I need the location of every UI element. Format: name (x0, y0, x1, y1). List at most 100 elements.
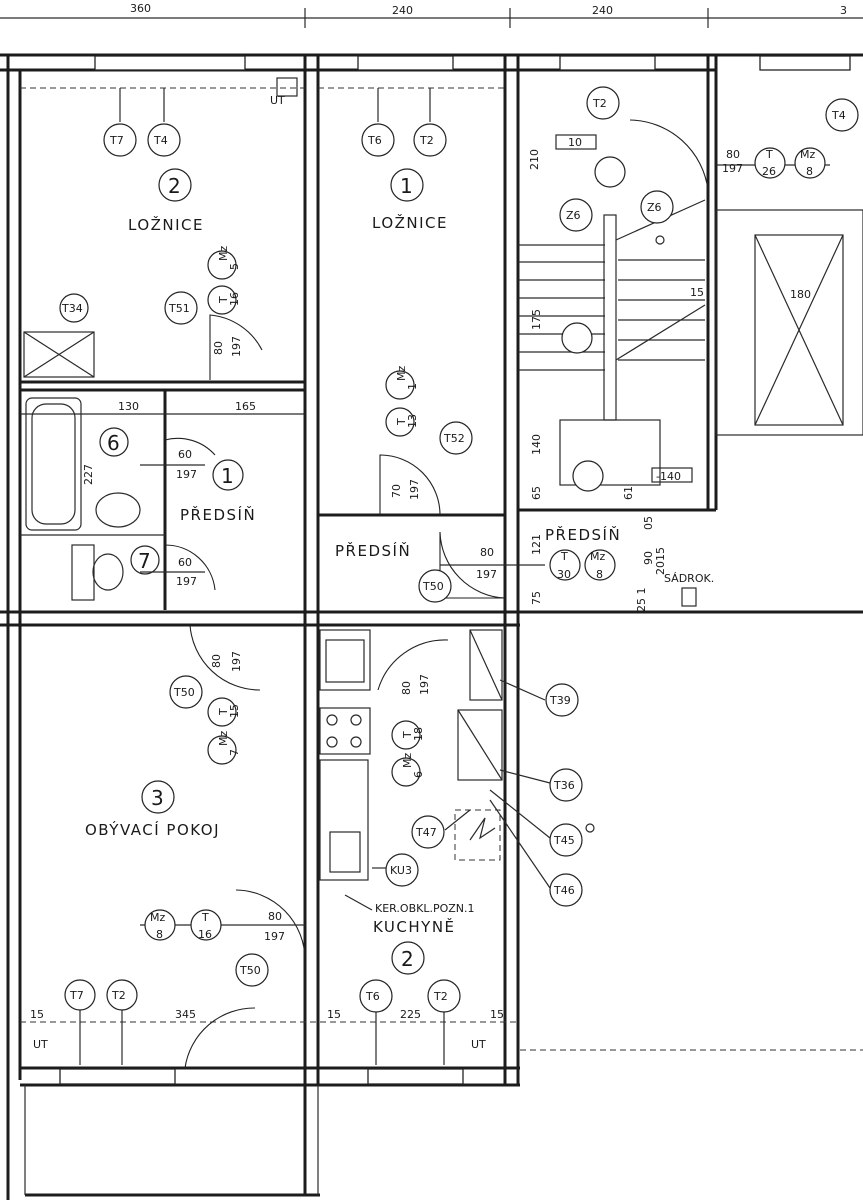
room-name-kuchyne: KUCHYNĚ (373, 917, 456, 936)
dim-180: 180 (790, 288, 811, 301)
room-name-predsin-1: PŘEDSÍŇ (180, 505, 256, 524)
dim-210: 210 (528, 149, 541, 170)
tag-t2-obyvaci: T2 (111, 989, 126, 1002)
door8-h: 197 (418, 674, 431, 695)
door9-w: 80 (268, 910, 282, 923)
door7-mzn: 7 (228, 749, 241, 756)
room-number-bath: 6 (107, 431, 120, 455)
bathroom-fixtures (23, 331, 141, 601)
room-number-obyvaci: 3 (151, 786, 164, 810)
door8-w: 80 (400, 681, 413, 695)
tag-ku3: KU3 (390, 864, 412, 877)
dim-15-mid: 15 (327, 1008, 341, 1021)
tag-t47: T47 (415, 826, 437, 839)
room-name-predsin-stair: PŘEDSÍŇ (545, 525, 621, 544)
room-name-loznice-2: LOŽNICE (128, 215, 204, 234)
tag-t46: T46 (553, 884, 575, 897)
ut-label-top: UT (270, 94, 285, 107)
dim-15-right: 15 (490, 1008, 504, 1021)
door8-tn: 18 (412, 727, 425, 741)
sadrok-label: SÁDROK. (664, 572, 714, 585)
ut-label-bottom-right: UT (471, 1038, 486, 1051)
tag-t4-loznice: T4 (153, 134, 168, 147)
door4-h: 197 (722, 162, 743, 175)
tag-t39: T39 (549, 694, 571, 707)
door6-h: 197 (176, 575, 197, 588)
door4-t: T (765, 148, 773, 161)
door8-t: T (401, 731, 414, 739)
room-name-loznice-1: LOŽNICE (372, 213, 448, 232)
door3-t: T (560, 550, 568, 563)
door2-w: 70 (390, 484, 403, 498)
door8-mzn: 6 (412, 771, 425, 778)
tag-t7-loznice: T7 (109, 134, 124, 147)
tag-t52: T52 (443, 432, 465, 445)
door7-h: 197 (230, 651, 243, 672)
door9-h: 197 (264, 930, 285, 943)
tag-t50-obyvaci: T50 (173, 686, 195, 699)
tag-t6-loznice: T6 (367, 134, 382, 147)
top-dim-1: 360 (130, 2, 151, 15)
misc-labels: UT UT UT SÁDROK. KER.OBKL.POZN.1 (33, 77, 714, 1051)
tag-t51: T51 (168, 302, 190, 315)
dim-165: 165 (235, 400, 256, 413)
door3-w: 80 (480, 546, 494, 559)
door5-h: 197 (176, 468, 197, 481)
door2-t: T (395, 418, 408, 426)
room-number-kuchyne: 2 (401, 947, 414, 971)
room-number-wc: 7 (138, 549, 151, 573)
room-number-loznice-2: 2 (168, 174, 181, 198)
finish-tags: T7 T4 T6 T2 T2 T4 T34 T51 T52 T50 T50 T5… (59, 86, 859, 1065)
staircase: 10 -140 III II I (518, 134, 844, 492)
tag-z6-b: Z6 (647, 201, 662, 214)
tag-t4-right: T4 (831, 109, 846, 122)
door9-mz: Mz (150, 911, 165, 924)
dim-121: 121 (530, 534, 543, 555)
door-swings (164, 119, 709, 1069)
dim-225: 225 (400, 1008, 421, 1021)
dimension-labels: 130 165 210 175 140 65 121 75 227 61 90 … (20, 149, 811, 1021)
stair-mark-140: -140 (656, 470, 681, 483)
stair-mark-10: 10 (568, 136, 582, 149)
walls (0, 53, 863, 1200)
top-dimension-line: 360 240 240 3 (0, 2, 863, 28)
door7-t: T (217, 708, 230, 716)
door7-tn: 15 (228, 704, 241, 718)
door3-tn: 30 (557, 568, 571, 581)
door-specs: Mz T 5 16 80 197 Mz 1 T 13 70 197 80 197… (140, 147, 830, 943)
door1-tn: 16 (228, 292, 241, 306)
tag-t50-kitchen-door: T50 (239, 964, 261, 977)
door6-w: 60 (178, 556, 192, 569)
top-dim-3: 240 (592, 4, 613, 17)
door1-mzn: 5 (228, 263, 241, 270)
door3-mz: Mz (590, 550, 605, 563)
top-dim-2: 240 (392, 4, 413, 17)
door4-mz: Mz (800, 148, 815, 161)
dim-05: 05 (642, 516, 655, 530)
ut-label-bottom-left: UT (33, 1038, 48, 1051)
door7-w: 80 (210, 654, 223, 668)
top-dim-4: 3 (840, 4, 847, 17)
tag-t2-stair: T2 (592, 97, 607, 110)
door2-h: 197 (408, 479, 421, 500)
room-name-predsin-mid: PŘEDSÍŇ (335, 541, 411, 560)
tag-t2-loznice: T2 (419, 134, 434, 147)
door2-mz: Mz (395, 366, 408, 381)
room-name-obyvaci: OBÝVACÍ POKOJ (85, 820, 220, 839)
door8-mz: Mz (401, 753, 414, 768)
door2-mzn: 1 (406, 383, 419, 390)
tag-t34: T34 (61, 302, 83, 315)
dim-175: 175 (530, 309, 543, 330)
dim-75: 75 (530, 591, 543, 605)
door4-w: 80 (726, 148, 740, 161)
door4-mzn: 8 (806, 165, 813, 178)
door1-mz: Mz (217, 246, 230, 261)
tag-t36: T36 (553, 779, 575, 792)
tag-t7-obyvaci: T7 (69, 989, 84, 1002)
dim-227: 227 (82, 464, 95, 485)
door4-tn: 26 (762, 165, 776, 178)
dim-25-1: 25 1 (635, 588, 648, 613)
door1-t: T (217, 296, 230, 304)
kitchen-fixtures (319, 629, 503, 881)
door3-h: 197 (476, 568, 497, 581)
